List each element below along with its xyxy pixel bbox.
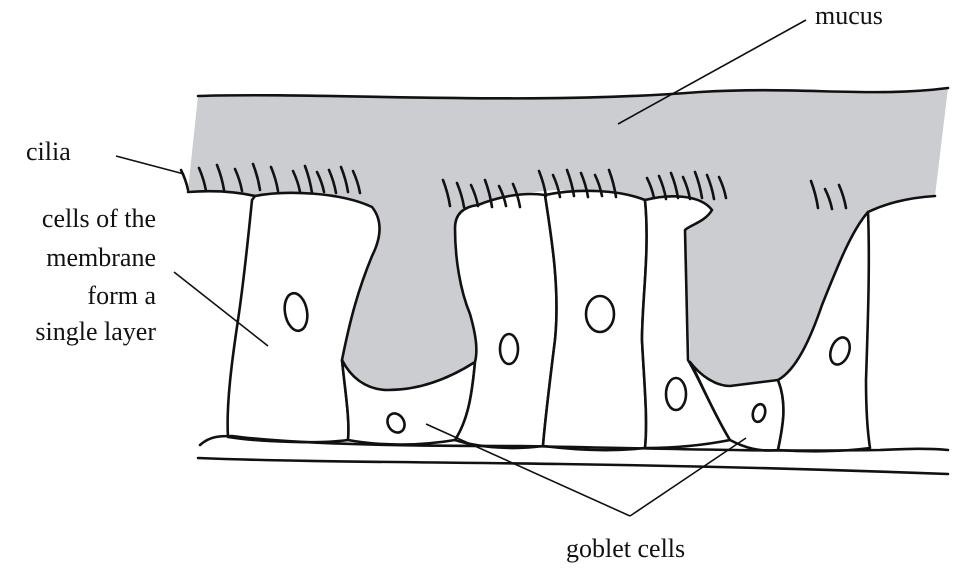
label-mucus: mucus <box>815 1 883 30</box>
nucleus-2 <box>500 334 518 364</box>
label-cells-line-4: single layer <box>35 317 156 346</box>
label-cells-line-2: membrane <box>46 243 156 272</box>
label-goblet-cells: goblet cells <box>566 534 685 563</box>
basement-membrane-bottom <box>198 458 948 474</box>
label-cilia: cilia <box>26 137 71 166</box>
label-cells-line-1: cells of the <box>42 204 156 233</box>
label-cells-line-3: form a <box>87 281 156 310</box>
nucleus-4 <box>666 378 686 410</box>
leader-cilia <box>116 156 184 174</box>
nucleus-3 <box>586 296 614 332</box>
